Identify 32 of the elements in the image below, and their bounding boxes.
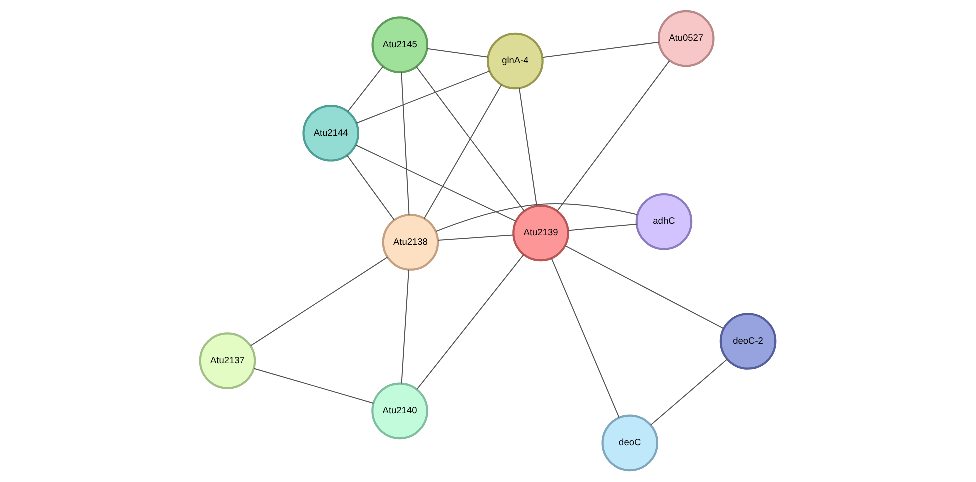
connector xyxy=(565,246,724,330)
connector xyxy=(568,224,637,232)
connector xyxy=(254,368,374,404)
node-circle: Atu2137 xyxy=(199,332,256,390)
connector xyxy=(424,84,502,220)
node-circle: adhC xyxy=(636,193,693,250)
node-circle: Atu2139 xyxy=(512,204,570,262)
node-circle: Atu2138 xyxy=(382,214,440,271)
node-circle: Atu2140 xyxy=(372,382,428,440)
node-circle: glnA-4 xyxy=(487,32,544,90)
connector xyxy=(401,270,410,384)
connector xyxy=(427,48,488,58)
connector xyxy=(438,234,514,242)
connector xyxy=(436,204,638,232)
connector xyxy=(250,256,388,346)
node-circle: deoC-2 xyxy=(720,313,777,370)
connector xyxy=(542,42,660,58)
connector xyxy=(650,359,728,426)
node-circle: deoC xyxy=(602,414,659,472)
connector xyxy=(519,88,538,206)
connector xyxy=(356,70,490,124)
node-circle: Atu2144 xyxy=(302,104,360,162)
node-circle: Atu2145 xyxy=(372,16,429,74)
connector xyxy=(401,72,410,215)
connector xyxy=(348,66,384,112)
connector xyxy=(416,66,525,212)
connector xyxy=(356,144,516,222)
connector xyxy=(347,155,395,220)
connector xyxy=(416,254,524,390)
connector xyxy=(551,258,620,418)
connector xyxy=(557,60,670,212)
node-circle: Atu0527 xyxy=(658,10,715,68)
